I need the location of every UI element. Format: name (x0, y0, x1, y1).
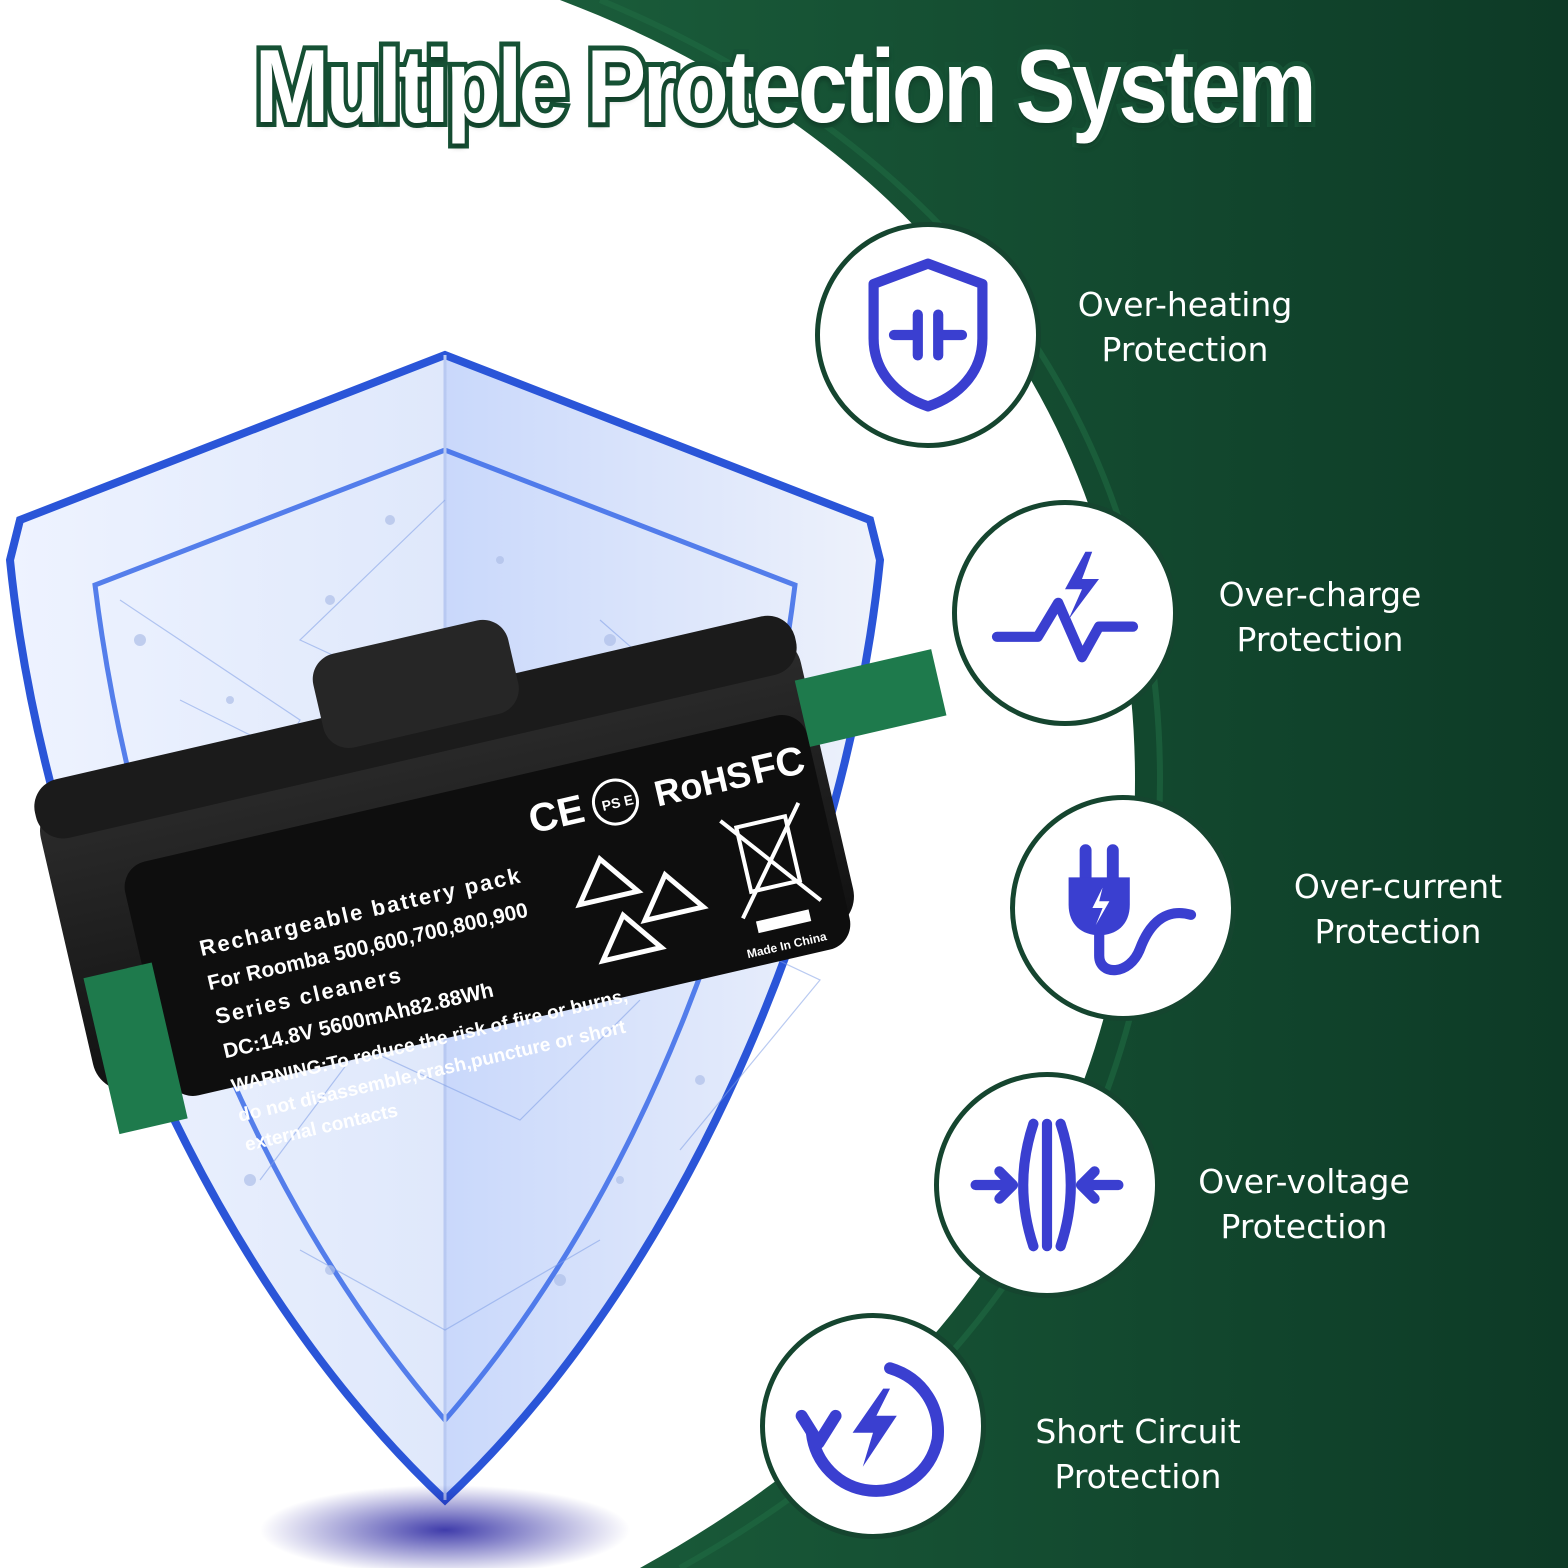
plug-icon (1068, 844, 1197, 976)
feature-label-line-1: Over-charge (1218, 575, 1422, 614)
battery-pack (34, 615, 947, 1135)
feature-label-overcurrent: Over-current Protection (1258, 864, 1538, 954)
feature-circle-overcurrent (1010, 795, 1236, 1021)
feature-circle-overcharge (952, 500, 1178, 726)
pse-mark-circle (591, 778, 639, 826)
rohs-mark: RoHS (650, 752, 755, 814)
feature-label-line-2: Protection (1236, 620, 1404, 659)
feature-label-overheating: Over-heating Protection (1045, 282, 1325, 372)
feature-label-line-2: Protection (1220, 1207, 1388, 1246)
feature-label-line-1: Over-voltage (1198, 1162, 1410, 1201)
feature-label-short-circuit: Short Circuit Protection (998, 1409, 1278, 1499)
feature-label-line-1: Over-heating (1077, 285, 1293, 324)
feature-label-line-2: Protection (1314, 912, 1482, 951)
made-in-china: Made In China (746, 929, 829, 961)
circular-bolt-icon (795, 1362, 944, 1497)
green-arc-panel (560, 0, 1568, 1568)
shield-icon (868, 258, 988, 412)
feature-circle-overvoltage (934, 1072, 1160, 1298)
ce-mark: CE (525, 787, 589, 842)
feature-label-line-2: Protection (1054, 1457, 1222, 1496)
feature-label-overvoltage: Over-voltage Protection (1164, 1159, 1444, 1249)
fc-mark: FC (747, 738, 809, 793)
pse-mark: PS E (600, 791, 635, 814)
compress-arrows-icon (970, 1118, 1124, 1252)
feature-circle-overheating (815, 222, 1041, 448)
feature-label-overcharge: Over-charge Protection (1180, 572, 1460, 662)
weee-bin-icon (719, 802, 823, 934)
feature-label-line-1: Over-current (1293, 867, 1503, 906)
page-title: Multiple Protection System (250, 24, 1321, 150)
feature-label-line-2: Protection (1101, 330, 1269, 369)
feature-circle-short-circuit (760, 1313, 986, 1539)
lightning-pulse-icon (991, 551, 1139, 663)
feature-label-line-1: Short Circuit (1035, 1412, 1241, 1451)
recycle-icon (575, 854, 709, 965)
